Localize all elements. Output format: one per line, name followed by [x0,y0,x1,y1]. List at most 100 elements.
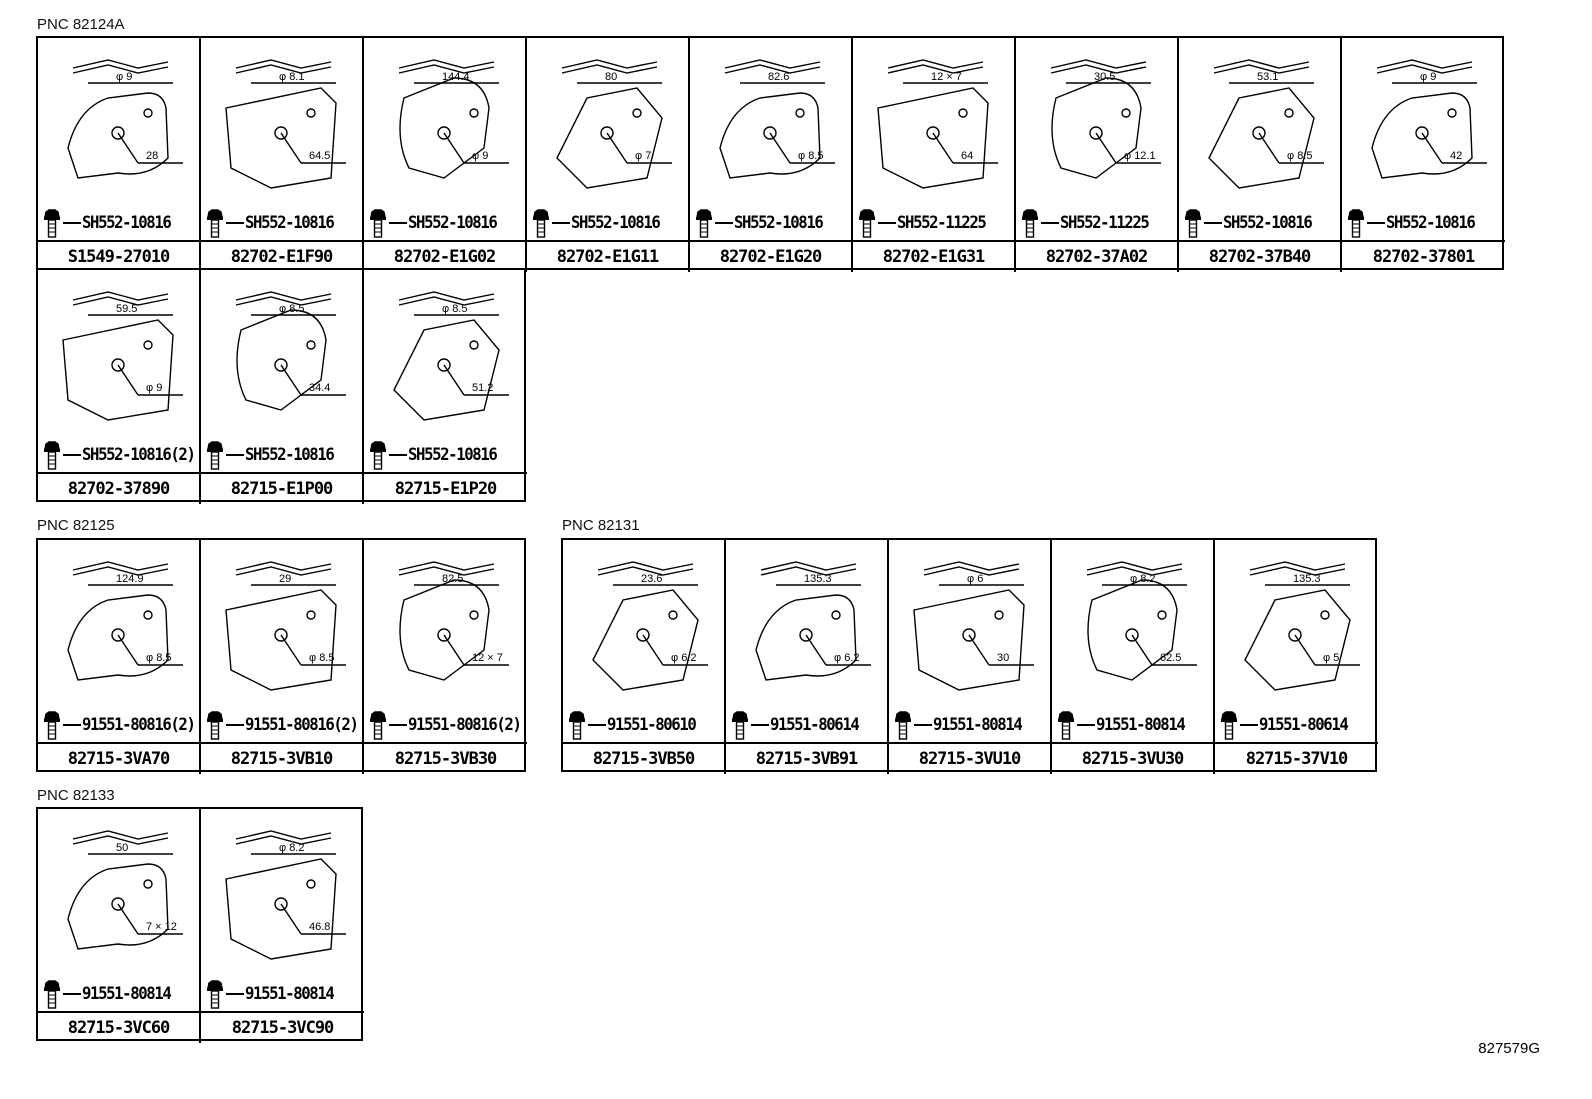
dimension-label: 59.5 [116,303,137,315]
part-number[interactable]: 82715-37V10 [1215,742,1378,774]
flange-bolt-icon [42,208,62,238]
bolt-callout: 91551-80814 [893,710,1029,740]
leader-line [226,454,244,456]
dimension-label: φ 8.5 [309,652,334,664]
bolt-part-number[interactable]: SH552-10816 [245,445,335,465]
flange-bolt-icon [42,979,62,1009]
bolt-part-number[interactable]: SH552-10816 [1386,213,1476,233]
diagram-reference-number: 827579G [1478,1040,1540,1057]
bolt-callout: 91551-80816(2) [368,710,530,740]
dimension-label: φ 8.5 [1287,150,1312,162]
part-number[interactable]: 82702-E1G31 [853,240,1014,272]
part-number[interactable]: 82715-3VU30 [1052,742,1213,774]
bolt-part-number[interactable]: SH552-11225 [897,213,987,233]
bolt-callout: 91551-80814 [205,979,341,1009]
dimension-label: 64.5 [309,150,330,162]
flange-bolt-icon [567,710,587,740]
part-number[interactable]: 82702-37B40 [1179,240,1340,272]
bolt-part-number[interactable]: SH552-10816 [408,445,498,465]
part-number[interactable]: 82702-E1F90 [201,240,362,272]
part-number[interactable]: 82702-E1G20 [690,240,851,272]
bolt-part-number[interactable]: SH552-10816 [82,213,172,233]
dimension-label: φ 8.5 [146,652,171,664]
dimension-label: 29 [279,573,291,585]
bolt-part-number[interactable]: SH552-10816 [571,213,661,233]
part-number[interactable]: S1549-27010 [38,240,199,272]
bolt-part-number[interactable]: SH552-10816 [734,213,824,233]
dimension-label: 30.5 [1094,71,1115,83]
part-number[interactable]: 82702-E1G02 [364,240,525,272]
part-number[interactable]: 82715-3VB50 [563,742,724,774]
part-number[interactable]: 82702-37890 [38,472,199,504]
bolt-part-number[interactable]: SH552-11225 [1060,213,1150,233]
dimension-label: 53.1 [1257,71,1278,83]
bolt-callout: SH552-10816(2) [42,440,204,470]
part-number[interactable]: 82715-3VU10 [889,742,1050,774]
bolt-part-number[interactable]: 91551-80614 [1259,715,1349,735]
bolt-callout: 91551-80610 [567,710,703,740]
leader-line [226,993,244,995]
dimension-label: φ 8.2 [279,842,304,854]
part-number[interactable]: 82702-37801 [1342,240,1505,272]
dimension-label: 50 [116,842,128,854]
bolt-part-number[interactable]: 91551-80814 [245,984,335,1004]
bolt-callout: SH552-10816 [368,440,504,470]
dimension-label: φ 8.5 [798,150,823,162]
part-number[interactable]: 82702-37A02 [1016,240,1177,272]
bolt-part-number[interactable]: SH552-10816 [1223,213,1313,233]
bolt-part-number[interactable]: 91551-80814 [82,984,172,1004]
part-number[interactable]: 82715-3VB91 [726,742,887,774]
dimension-label: 30 [997,652,1009,664]
part-number[interactable]: 82715-3VB10 [201,742,362,774]
part-number[interactable]: 82715-E1P00 [201,472,362,504]
part-cell[interactable]: 59.5 φ 9 SH552-10816(2) 82702-37890 [38,270,201,504]
flange-bolt-icon [205,440,225,470]
leader-line [389,724,407,726]
flange-bolt-icon [205,979,225,1009]
dimension-label: φ 8.5 [442,303,467,315]
bolt-part-number[interactable]: 91551-80816(2) [408,715,522,735]
part-number[interactable]: 82702-E1G11 [527,240,688,272]
part-number[interactable]: 82715-3VA70 [38,742,199,774]
dimension-label: φ 9 [146,382,162,394]
bolt-part-number[interactable]: 91551-80614 [770,715,860,735]
bolt-part-number[interactable]: SH552-10816(2) [82,445,196,465]
bolt-part-number[interactable]: 91551-80814 [1096,715,1186,735]
bolt-part-number[interactable]: 91551-80610 [607,715,697,735]
bolt-part-number[interactable]: 91551-80814 [933,715,1023,735]
bolt-part-number[interactable]: SH552-10816 [408,213,498,233]
part-number[interactable]: 82715-E1P20 [364,472,527,504]
dimension-label: 144.4 [442,71,470,83]
part-number[interactable]: 82715-3VC90 [201,1011,364,1043]
part-number[interactable]: 82715-3VC60 [38,1011,199,1043]
bolt-part-number[interactable]: 91551-80816(2) [82,715,196,735]
bolt-part-number[interactable]: 91551-80816(2) [245,715,359,735]
bolt-part-number[interactable]: SH552-10816 [245,213,335,233]
leader-line [63,993,81,995]
part-number[interactable]: 82715-3VB30 [364,742,527,774]
part-cell[interactable]: 29 φ 8.5 91551-80816(2) 82715-3VB10 [201,540,364,774]
